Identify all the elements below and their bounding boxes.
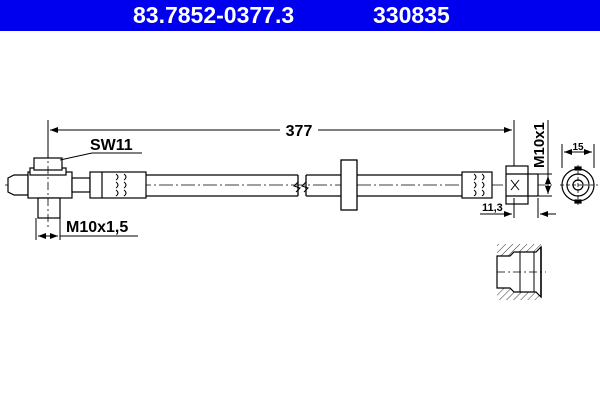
wrench-size-label: SW11 bbox=[90, 137, 133, 154]
left-thread-label: M10x1,5 bbox=[66, 219, 128, 236]
length-label: 377 bbox=[286, 123, 313, 140]
end-view bbox=[560, 144, 598, 205]
left-thread-dimension: M10x1,5 bbox=[35, 218, 138, 240]
length-dimension: 377 bbox=[47, 120, 515, 170]
left-banjo-fitting bbox=[7, 150, 91, 230]
offset-label: 11,3 bbox=[482, 202, 503, 214]
right-ferrule bbox=[461, 171, 493, 199]
reference-number: 330835 bbox=[373, 2, 450, 28]
port-section-view bbox=[496, 244, 546, 300]
part-number: 83.7852-0377.3 bbox=[133, 2, 295, 28]
offset-dimension: 11,3 bbox=[480, 198, 556, 218]
right-thread-dimension: M10x1 bbox=[531, 120, 552, 197]
left-ferrule bbox=[89, 171, 147, 199]
right-fitting bbox=[505, 165, 539, 205]
hose-bracket bbox=[340, 159, 358, 211]
brake-hose bbox=[146, 174, 462, 197]
end-view-diameter-label: 15 bbox=[572, 142, 584, 153]
right-thread-label: M10x1 bbox=[531, 122, 548, 168]
title-bar: 83.7852-0377.3 330835 bbox=[0, 0, 600, 31]
wrench-size-annotation: SW11 bbox=[59, 137, 142, 161]
